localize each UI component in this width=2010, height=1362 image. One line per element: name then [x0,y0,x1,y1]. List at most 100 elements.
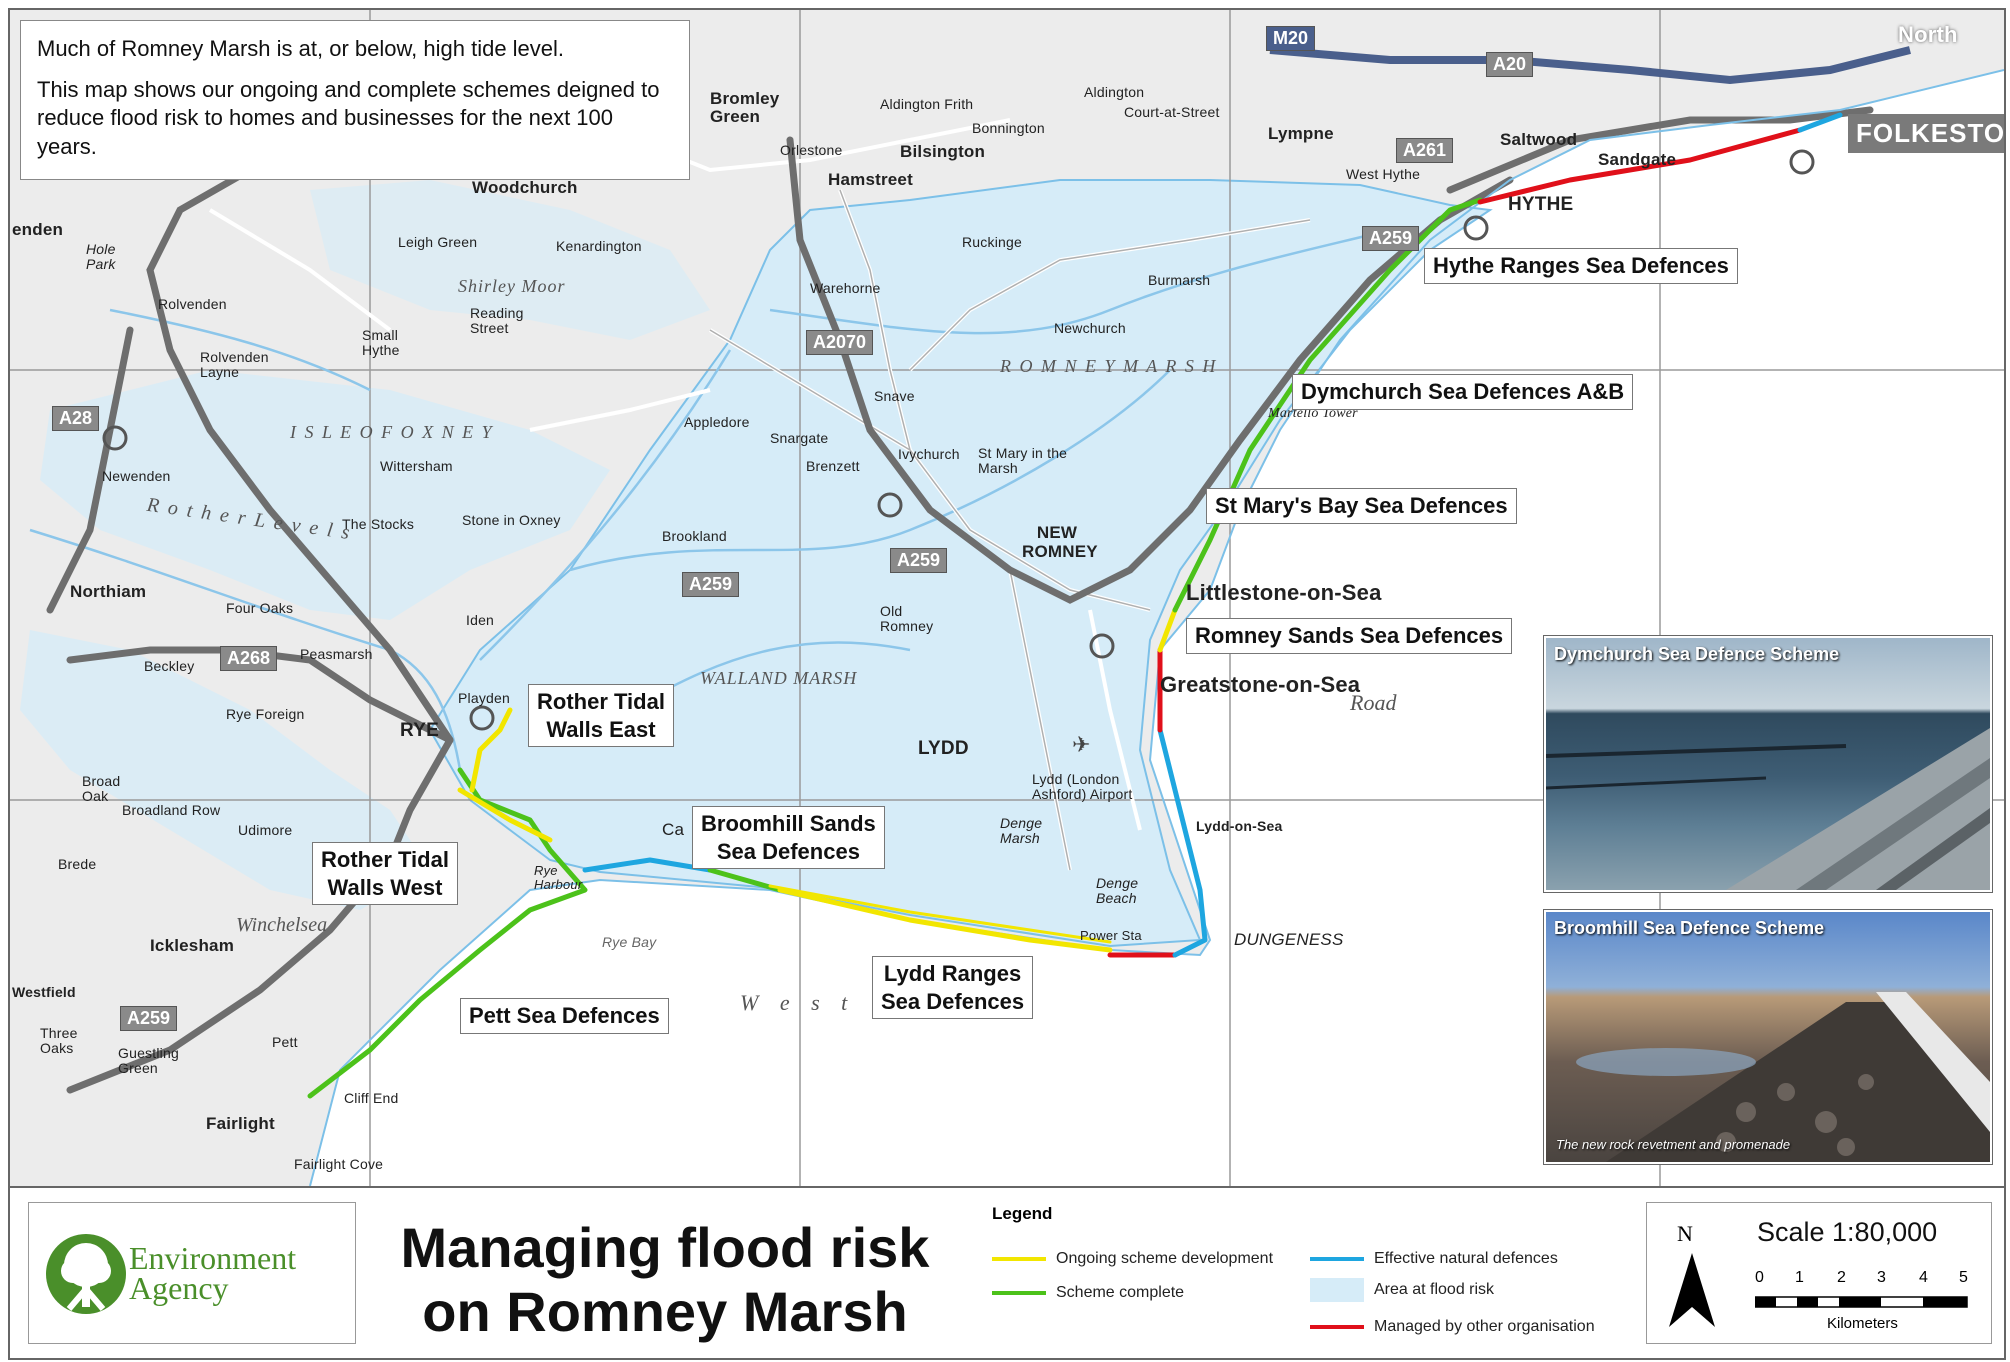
road-m20: M20 [1266,26,1316,51]
logo-line-1: Environment [129,1240,297,1276]
legend-label-natural: Effective natural defences [1374,1250,1558,1267]
place-bilsington: Bilsington [900,142,986,161]
scale-tick-3: 3 [1877,1269,1886,1286]
intro-box: Much of Romney Marsh is at, or below, hi… [20,20,690,180]
legend-label-other-org: Managed by other organisation [1374,1318,1595,1335]
legend-item-other-org: Managed by other organisation [1310,1318,1595,1336]
callout-rother-walls-west-line1: Rother Tidal [321,847,449,872]
place-lydd-airport: Lydd (London Ashford) Airport [1032,771,1133,803]
place-dungeness: DUNGENESS [1234,930,1344,949]
callout-st-marys-bay: St Mary's Bay Sea Defences [1206,488,1517,524]
place-folkestone: FOLKESTON [1848,114,2004,153]
photo-dymchurch-caption: Dymchurch Sea Defence Scheme [1554,644,1840,664]
callout-pett: Pett Sea Defences [460,998,669,1034]
place-rye: RYE [400,720,439,741]
legend-title: Legend [992,1204,1053,1223]
place-st-mary-in-the-marsh: St Mary in the Marsh [978,445,1068,477]
callout-broomhill-line1: Broomhill Sands [701,811,876,836]
map[interactable]: ✈ Much of Romney Marsh is at, or below, … [8,8,2006,1188]
callout-rother-walls-west-line2: Walls West [327,874,443,900]
road-a261: A261 [1396,138,1454,163]
scale-tick-4: 4 [1919,1269,1928,1286]
road-a2070: A2070 [806,330,874,355]
legend-swatch-natural [1310,1256,1364,1261]
place-fairlight: Fairlight [206,1114,275,1133]
place-leigh-green: Leigh Green [398,234,478,250]
legend-item-natural: Effective natural defences [1310,1250,1558,1268]
place-hythe: HYTHE [1508,194,1574,215]
place-burmarsh: Burmarsh [1148,272,1211,288]
place-rye-harbour: Rye Harbour [534,863,583,893]
intro-line-1: Much of Romney Marsh is at, or below, hi… [37,36,565,61]
place-bonnington: Bonnington [972,120,1045,136]
place-brookland: Brookland [662,528,727,544]
place-west-hythe: West Hythe [1346,166,1421,182]
callout-littlestone: Littlestone-on-Sea [1186,580,1382,605]
callout-lydd-ranges: Lydd Ranges Sea Defences [872,956,1034,1019]
map-base: ✈ [10,10,2004,1186]
scale-box: N Scale 1:80,000 0 1 2 3 4 5 Kilometers [1646,1202,1992,1344]
place-broad-oak: Broad Oak [82,773,121,805]
dymchurch-line [1172,197,1483,613]
place-four-oaks: Four Oaks [226,600,294,616]
legend-label-complete: Scheme complete [1056,1284,1185,1301]
place-brede: Brede [58,856,97,872]
page-title: Managing flood risk on Romney Marsh [370,1216,960,1345]
place-playden: Playden [458,690,510,706]
place-three-oaks: Three Oaks [40,1025,78,1057]
intro-line-2: This map shows our ongoing and complete … [37,76,660,159]
place-cliff-end: Cliff End [344,1090,399,1106]
place-rye-bay: Rye Bay [602,934,657,950]
legend: Legend Ongoing scheme development Scheme… [992,1204,1632,1344]
romney-sands-line [1157,607,1178,653]
road-a28: A28 [52,406,100,431]
place-saltwood: Saltwood [1500,130,1578,149]
road-a259-west: A259 [120,1006,178,1031]
place-rye-foreign: Rye Foreign [226,706,305,722]
title-line-2: on Romney Marsh [422,1280,908,1344]
photo-broomhill-subcaption: The new rock revetment and promenade [1556,1137,1791,1152]
place-camber: Ca [662,820,685,839]
place-stone-in-oxney: Stone in Oxney [462,512,561,528]
place-ivychurch: Ivychurch [898,446,960,462]
logo-line-2: Agency [129,1270,229,1307]
callout-rother-walls-west: Rother Tidal Walls West [312,842,458,905]
callout-rother-walls-east-line2: Walls East [546,716,656,742]
place-ruckinge: Ruckinge [962,234,1022,250]
place-the-stocks: The Stocks [342,516,415,532]
pett-defence-line [307,767,588,1099]
place-lydd: LYDD [918,738,969,759]
place-fairlight-cove: Fairlight Cove [294,1156,384,1172]
place-aldington-frith: Aldington Frith [880,96,974,112]
place-walland-marsh: WALLAND MARSH [700,668,858,688]
place-road: Road [1350,690,1397,715]
place-romney-marsh: R O M N E Y M A R S H [1000,356,1218,376]
place-lympne: Lympne [1268,124,1334,143]
callout-dymchurch: Dymchurch Sea Defences A&B [1292,374,1634,410]
place-denge-beach: Denge Beach [1096,875,1139,907]
place-reading-street: Reading Street [470,305,524,337]
place-snargate: Snargate [770,430,829,446]
photo-dymchurch-art [1546,728,1990,890]
place-newenden: Newenden [102,468,171,484]
place-hamstreet: Hamstreet [828,170,913,189]
place-udimore: Udimore [238,822,293,838]
place-wittersham: Wittersham [380,458,453,474]
legend-swatch-complete [992,1290,1046,1295]
place-aldington: Aldington [1084,84,1145,100]
place-brenzett: Brenzett [806,458,860,474]
scale-tick-5: 5 [1959,1269,1968,1286]
place-old-romney: Old Romney [880,603,934,635]
place-court-at-street: Court-at-Street [1124,104,1220,120]
road-a259-marsh: A259 [890,548,948,573]
place-pett: Pett [272,1034,298,1050]
tree-logo-icon [46,1234,126,1314]
legend-swatch-flood-area [1310,1278,1364,1302]
place-winchelsea: Winchelsea [236,914,328,936]
place-rolvenden: Rolvenden [158,296,227,312]
rother-walls-east-line [469,707,513,793]
scale-unit: Kilometers [1827,1315,1898,1332]
callout-greatstone: Greatstone-on-Sea [1160,672,1361,697]
road-a259-marsh-2: A259 [682,572,740,597]
place-lydd-on-sea: Lydd-on-Sea [1196,818,1283,834]
